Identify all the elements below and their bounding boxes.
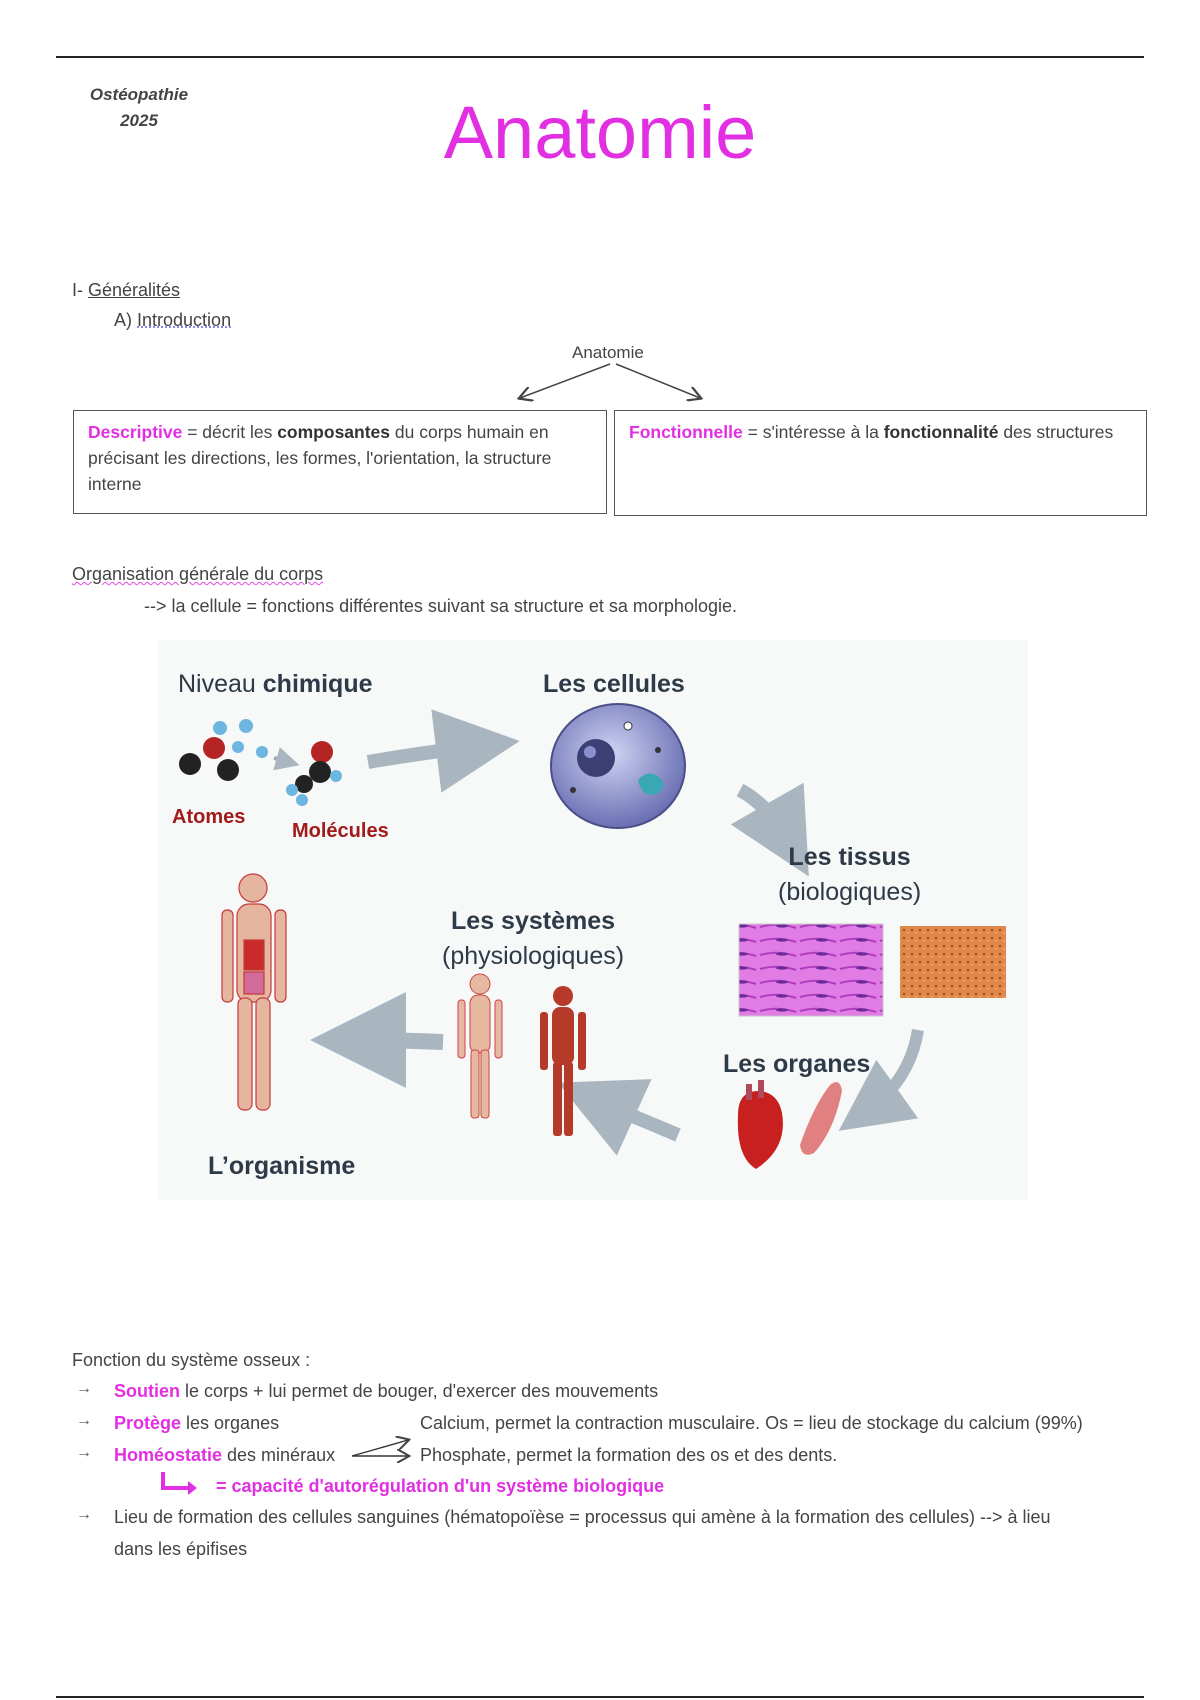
- body-organisation-figure: Niveau chimique Atomes Molécules Les cel…: [158, 640, 1028, 1200]
- cell-icon: [550, 703, 686, 829]
- definition-arrow-icon: [161, 1472, 197, 1495]
- bone-item-blood-cells-cont: dans les épifises: [114, 1539, 248, 1559]
- bone-item-blood-cells: Lieu de formation des cellules sanguines…: [114, 1507, 1051, 1527]
- homeostasis-definition: = capacité d'autorégulation d'un système…: [216, 1476, 665, 1496]
- descriptive-box: Descriptive = décrit les composantes du …: [73, 410, 607, 514]
- section-heading: I- Généralités: [72, 280, 181, 300]
- tree-arrows: [0, 363, 1200, 420]
- bullet-arrow: →: [76, 1412, 92, 1429]
- arrow-chem-to-cell: [366, 709, 520, 793]
- top-rule: [56, 56, 1144, 58]
- page-title: Anatomie: [443, 91, 757, 174]
- muscular-system-figure: [540, 986, 586, 1136]
- subsection-heading: A) Introduction: [114, 310, 232, 330]
- bone-item-support: Soutien le corps + lui permet de bouger,…: [114, 1381, 659, 1401]
- functional-term: Fonctionnelle: [629, 422, 743, 442]
- organs-icon: [737, 1080, 842, 1169]
- bone-item-homeostasis: Homéostatie des minéraux: [114, 1445, 336, 1465]
- phosphate-note: Phosphate, permet la formation des os et…: [420, 1445, 838, 1465]
- bone-item-protect: Protège les organes: [114, 1413, 280, 1433]
- circulatory-system-figure: [457, 973, 503, 1119]
- bone-function-heading: Fonction du système osseux :: [72, 1350, 311, 1370]
- figure-label-cells: Les cellules: [543, 670, 685, 698]
- tree-arrow-left: [520, 363, 611, 398]
- course-name: Ostéopathie: [89, 85, 189, 104]
- tree-arrow-right: [615, 363, 700, 398]
- course-year: 2025: [120, 111, 158, 130]
- molecules-icon: [179, 719, 342, 806]
- organisation-line: --> la cellule = fonctions différentes s…: [144, 596, 737, 616]
- figure-label-molecules: Molécules: [292, 820, 389, 842]
- functional-box: Fonctionnelle = s'intéresse à la fonctio…: [614, 410, 1147, 516]
- bone-tissue-image: [900, 926, 1006, 998]
- figure-label-systems: Les systèmes (physiologiques): [442, 907, 625, 970]
- arrow-cell-to-tissue: [730, 782, 809, 877]
- calcium-note: Calcium, permet la contraction musculair…: [420, 1413, 1083, 1433]
- muscle-tissue-image: [738, 923, 884, 1017]
- figure-label-chemical: Niveau chimique: [178, 670, 373, 698]
- mineral-split-arrows: [351, 1430, 420, 1470]
- bottom-rule: [56, 1696, 1144, 1698]
- bullet-arrow: →: [76, 1506, 92, 1523]
- figure-label-organs: Les organes: [723, 1050, 871, 1078]
- arrow-organ-to-system: [557, 1079, 681, 1156]
- arrow-system-to-organism: [310, 992, 444, 1089]
- arrow-tissue-to-organ: [838, 1028, 924, 1131]
- figure-label-tissues: Les tissus (biologiques): [778, 843, 922, 906]
- figure-label-organism: L’organisme: [208, 1152, 356, 1180]
- organism-figure: [221, 873, 287, 1111]
- organisation-heading: Organisation générale du corps: [72, 564, 324, 584]
- bullet-arrow: →: [76, 1380, 92, 1397]
- bullet-arrow: →: [76, 1444, 92, 1461]
- course-label: Ostéopathie 2025: [84, 82, 194, 134]
- tree-root-label: Anatomie: [572, 343, 644, 362]
- descriptive-term: Descriptive: [88, 422, 183, 442]
- figure-label-atoms: Atomes: [172, 806, 246, 828]
- figure-graphics: [179, 703, 1006, 1169]
